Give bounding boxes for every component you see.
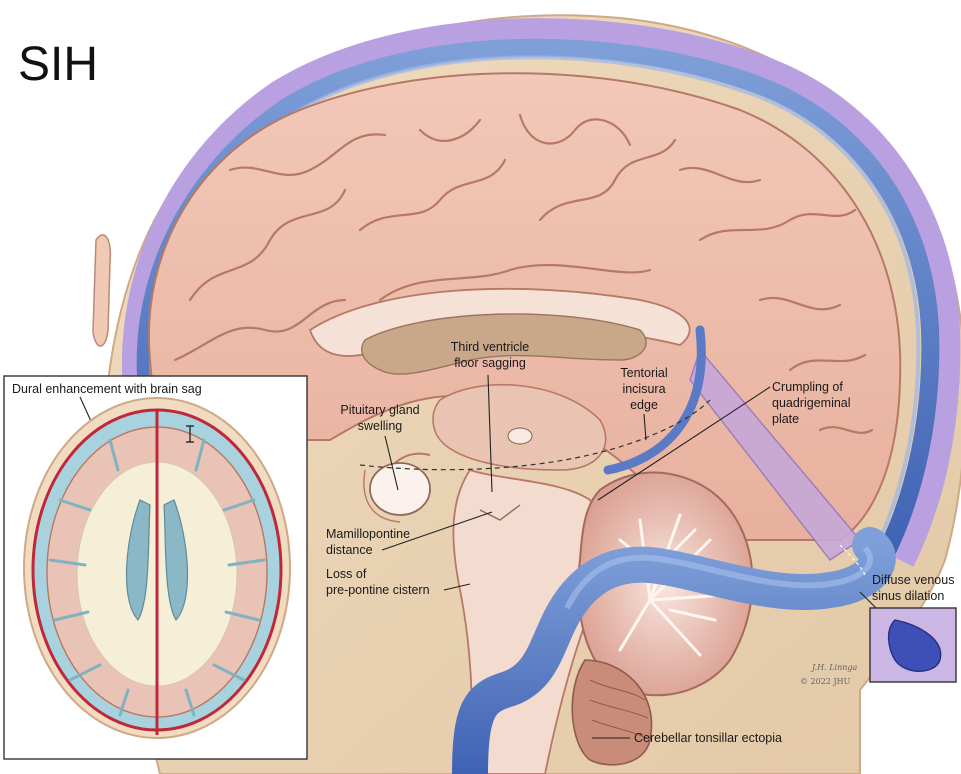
massa-intermedia [508, 428, 532, 444]
label-crumpling-2: quadrigeminal [772, 396, 851, 410]
axial-inset: Dural enhancement with brain sag [4, 376, 307, 759]
label-tentorial-1: Tentorial [620, 366, 667, 380]
label-prepontine-1: Loss of [326, 567, 367, 581]
frontal-sinus [93, 235, 110, 346]
signature-copyright: © 2022 JHU [800, 677, 851, 686]
sinus-dilation-label-2: sinus dilation [872, 589, 944, 603]
label-tentorial-3: edge [630, 398, 658, 412]
signature-name: J.H. Linnga [810, 663, 857, 672]
figure-title: SIH [18, 38, 98, 91]
label-crumpling-3: plate [772, 412, 799, 426]
sinus-dilation-label-1: Diffuse venous [872, 573, 954, 587]
label-third-ventricle-1: Third ventricle [451, 340, 530, 354]
axial-inset-heading: Dural enhancement with brain sag [12, 382, 202, 396]
label-pituitary-2: swelling [358, 419, 403, 433]
axial-brain-slice [24, 398, 290, 738]
sinus-inset: Diffuse venous sinus dilation [860, 573, 956, 682]
label-mamillopontine-2: distance [326, 543, 373, 557]
label-prepontine-2: pre-pontine cistern [326, 583, 430, 597]
label-tonsillar: Cerebellar tonsillar ectopia [634, 731, 782, 745]
label-mamillopontine-1: Mamillopontine [326, 527, 410, 541]
label-tentorial-2: incisura [622, 382, 665, 396]
label-crumpling-1: Crumpling of [772, 380, 843, 394]
label-third-ventricle-2: floor sagging [454, 356, 526, 370]
label-pituitary-1: Pituitary gland [340, 403, 419, 417]
